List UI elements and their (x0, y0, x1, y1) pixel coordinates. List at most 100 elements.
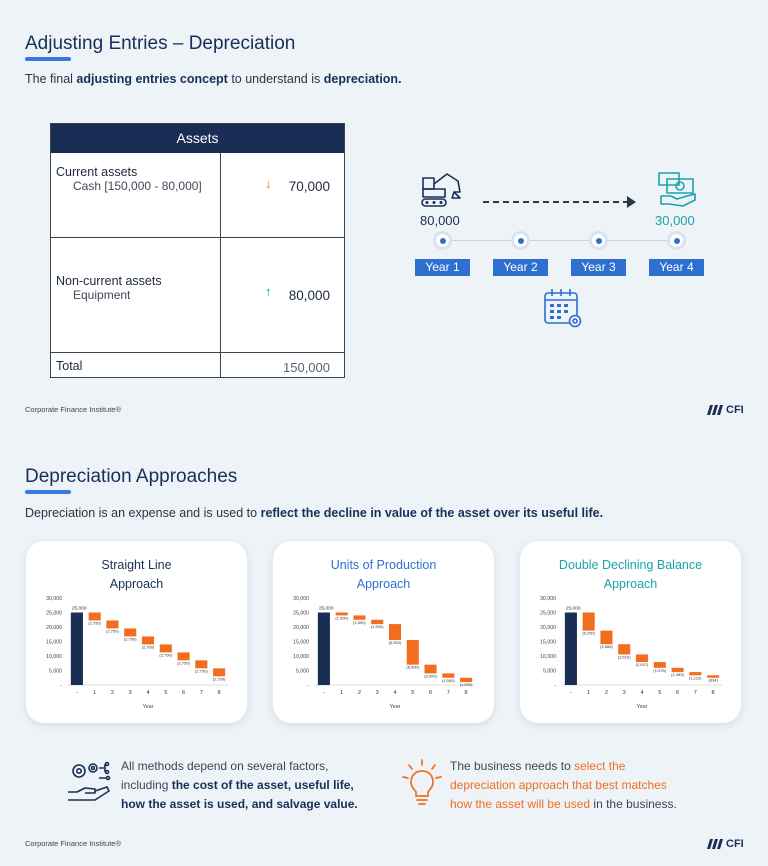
x-tick-label: 5 (658, 690, 661, 696)
decrement-label: (1,483) (671, 672, 684, 677)
decrement-label: (1,500) (460, 682, 473, 687)
decrement-label: (3,000) (424, 673, 437, 678)
y-tick-label: 20,000 (540, 625, 556, 631)
x-tick-label: 5 (164, 690, 167, 696)
x-tick-label: 7 (447, 690, 450, 696)
decrement-bar (600, 630, 613, 645)
decrement-bar (671, 667, 684, 673)
y-tick-label: - (554, 683, 556, 689)
timeline-dot (670, 234, 683, 247)
decrement-label: (834) (708, 678, 718, 683)
y-tick-label: 30,000 (293, 596, 309, 602)
year-label: Year 2 (493, 259, 548, 276)
y-tick-label: 10,000 (46, 654, 62, 660)
x-tick-label: 2 (111, 690, 114, 696)
y-tick-label: 10,000 (293, 654, 309, 660)
decrement-label: (2,750) (106, 628, 119, 633)
decrement-label: (1,500) (442, 678, 455, 683)
straight-line-chart: 30,00025,00020,00015,00010,0005,000-25,0… (46, 596, 228, 710)
note-select-approach: The business needs to select the depreci… (450, 759, 677, 811)
decrement-label: (2,750) (124, 636, 137, 641)
x-tick-label: 6 (676, 690, 679, 696)
x-tick-label: 3 (129, 690, 132, 696)
decrement-bar (635, 654, 649, 663)
start-bar (70, 612, 83, 685)
cfi-logo: CFI (707, 404, 744, 416)
x-tick-label: 3 (376, 690, 379, 696)
end-value: 30,000 (655, 213, 695, 228)
gear-hand-icon (68, 761, 111, 801)
decrement-bar (353, 615, 366, 620)
x-axis-label: Year (143, 704, 154, 710)
chart-title: Double Declining Balance Approach (558, 558, 703, 591)
title-underline (25, 490, 71, 494)
decrement-label: (3,516) (618, 654, 631, 659)
start-bar-label: 25,000 (319, 606, 334, 612)
decrement-label: (4,688) (600, 644, 613, 649)
y-tick-label: 25,000 (540, 611, 556, 617)
decrement-bar (177, 652, 190, 661)
x-tick-label: 2 (605, 690, 608, 696)
units-of-production-chart: 30,00025,00020,00015,00010,0005,000-25,0… (293, 596, 475, 710)
y-tick-label: 5,000 (543, 669, 556, 675)
timeline-dot (514, 234, 527, 247)
double-declining-chart: 30,000 25,000 20,000 15,000 10,000 5,000 - 25,0… (540, 596, 722, 710)
decrement-label: (2,750) (213, 676, 226, 681)
year-label: Year 4 (649, 259, 704, 276)
noncurrent-assets-value: 80,000 (288, 288, 330, 303)
cfi-logo: CFI (707, 838, 744, 850)
decrement-bar (460, 677, 473, 683)
decrement-bar (689, 672, 702, 676)
arrow-up-icon: ↑ (265, 284, 272, 299)
timeline-dashed-arrow (483, 201, 629, 203)
x-tick-label: 5 (411, 690, 414, 696)
x-tick-label: 4 (640, 690, 643, 696)
y-tick-label: 10,000 (540, 654, 556, 660)
y-tick-label: 25,000 (293, 611, 309, 617)
decrement-bar (88, 612, 101, 621)
footer-text: Corporate Finance Institute® (25, 405, 121, 414)
decrement-label: (2,750) (195, 668, 208, 673)
start-value: 80,000 (420, 213, 460, 228)
decrement-bar (124, 628, 137, 637)
chart-card-double-declining: Double Declining Balance Approach 30,000… (520, 541, 741, 723)
decrement-label: (1,000) (335, 615, 348, 620)
decrement-bar (424, 664, 437, 674)
x-tick-label: - (323, 690, 325, 696)
x-tick-label: 2 (358, 690, 361, 696)
decrement-label: (2,750) (159, 652, 172, 657)
decrement-bar (406, 640, 419, 665)
timeline-line (442, 240, 678, 241)
start-bar (317, 612, 330, 685)
decrement-label: (5,500) (389, 640, 402, 645)
x-tick-label: 4 (146, 690, 149, 696)
y-tick-label: 30,000 (540, 596, 556, 602)
decrement-bar (582, 612, 595, 631)
decrement-label: (1,500) (371, 624, 384, 629)
current-assets-row: Current assets Cash [150,000 - 80,000] ↓… (56, 165, 330, 194)
cfi-logo-mark-icon (707, 839, 723, 849)
y-tick-label: 5,000 (49, 669, 62, 675)
note-factors: All methods depend on several factors, i… (121, 759, 358, 811)
y-tick-label: 5,000 (296, 669, 309, 675)
decrement-bar (141, 636, 155, 645)
start-bar-label: 25,000 (566, 606, 581, 612)
decrement-bar (371, 619, 384, 625)
x-axis-label: Year (390, 704, 401, 710)
decrement-bar (653, 662, 666, 668)
decrement-label: (2,750) (142, 644, 155, 649)
decrement-label: (1,112) (689, 675, 702, 680)
cash-hand-icon (658, 172, 696, 207)
y-tick-label: 20,000 (46, 625, 62, 631)
title-underline (25, 57, 71, 61)
x-tick-label: 6 (182, 690, 185, 696)
x-axis-label: Year (637, 704, 648, 710)
y-tick-label: 15,000 (540, 640, 556, 646)
arrow-down-icon: ↓ (265, 176, 272, 191)
footer-text: Corporate Finance Institute® (25, 839, 121, 848)
y-tick-label: 15,000 (293, 640, 309, 646)
arrow-right-icon (627, 196, 636, 208)
x-tick-label: 7 (200, 690, 203, 696)
